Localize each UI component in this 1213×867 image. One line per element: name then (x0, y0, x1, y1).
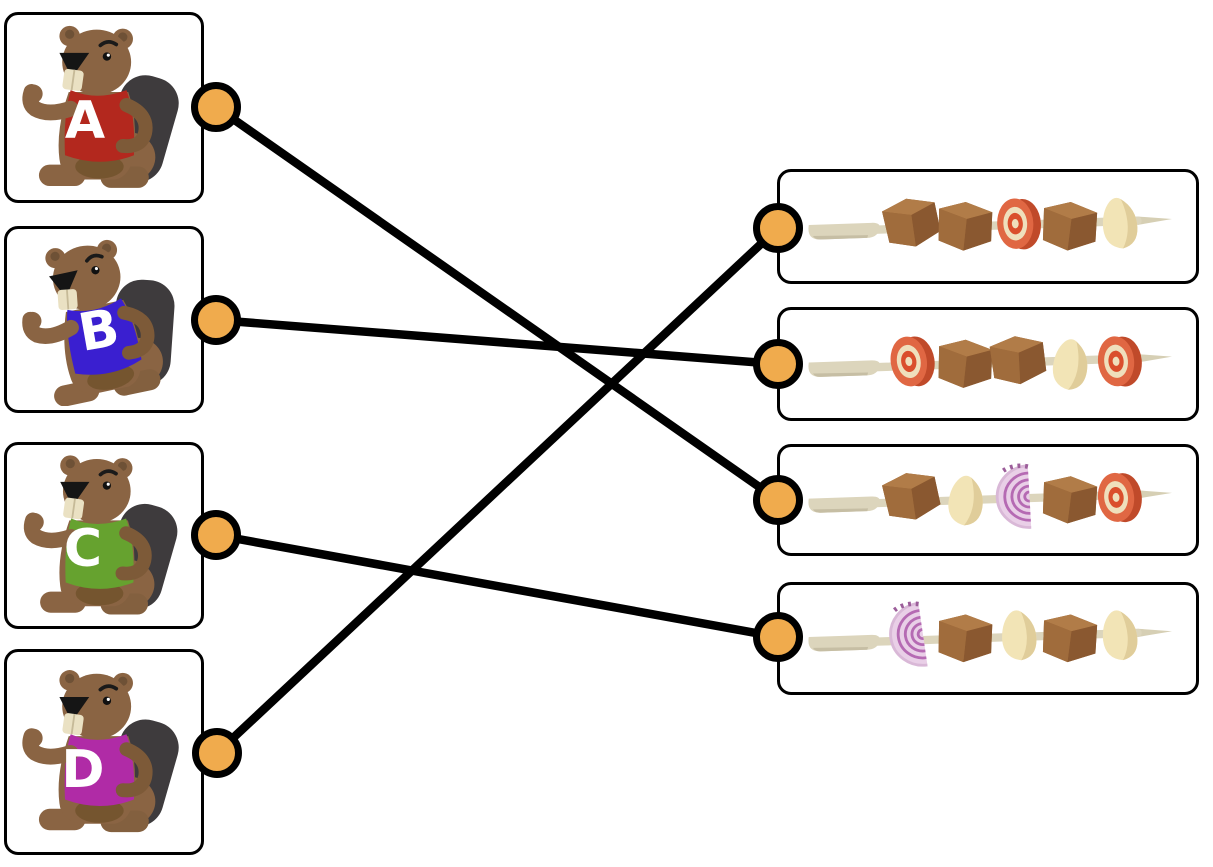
tomato-ingredient-icon (996, 197, 1043, 251)
meat-ingredient-icon (881, 469, 943, 524)
right-card-skewer-3[interactable] (777, 444, 1199, 556)
right-card-skewer-2[interactable] (777, 307, 1199, 421)
connector-node-skewer-3[interactable] (753, 475, 803, 525)
connector-node-a[interactable] (191, 82, 241, 132)
right-card-skewer-4[interactable] (777, 582, 1199, 695)
connection-line-A-skewer-3[interactable] (211, 102, 783, 505)
connection-line-C-skewer-4[interactable] (211, 530, 783, 642)
tomato-ingredient-icon (1096, 334, 1145, 389)
left-card-a[interactable]: A (4, 12, 204, 203)
shirt-letter-c: C (63, 519, 103, 579)
left-card-b[interactable]: B (4, 226, 204, 413)
meat-ingredient-icon (935, 611, 996, 665)
tomato-ingredient-icon (1096, 470, 1145, 525)
connector-node-c[interactable] (191, 510, 241, 560)
meat-ingredient-icon (935, 199, 996, 254)
shirt-letter-a: A (64, 91, 106, 151)
left-card-c[interactable]: C (4, 442, 204, 629)
onion-ingredient-icon (887, 603, 928, 669)
meat-ingredient-icon (1039, 611, 1101, 666)
garlic-ingredient-icon (946, 474, 986, 528)
meat-ingredient-icon (1039, 199, 1101, 254)
connection-line-D-skewer-1[interactable] (212, 223, 783, 758)
meat-ingredient-icon (935, 337, 996, 391)
beaver-mascot-c (11, 449, 197, 623)
meat-ingredient-icon (881, 194, 943, 251)
garlic-ingredient-icon (1050, 337, 1091, 392)
meat-ingredient-icon (1039, 473, 1101, 527)
garlic-ingredient-icon (1000, 609, 1038, 662)
connector-node-skewer-1[interactable] (753, 203, 803, 253)
kebab-skewer-3 (808, 449, 1173, 551)
connection-line-B-skewer-2[interactable] (211, 315, 783, 369)
kebab-skewer-1 (808, 194, 1173, 254)
connector-node-b[interactable] (191, 295, 241, 345)
connector-node-d[interactable] (192, 728, 242, 778)
garlic-ingredient-icon (1100, 196, 1140, 251)
onion-ingredient-icon (996, 465, 1032, 529)
kebab-skewer-4 (808, 587, 1173, 690)
connector-node-skewer-4[interactable] (753, 612, 803, 662)
garlic-ingredient-icon (1100, 608, 1140, 662)
shirt-letter-d: D (61, 740, 105, 800)
right-card-skewer-1[interactable] (777, 169, 1199, 284)
tomato-ingredient-icon (887, 333, 939, 390)
meat-ingredient-icon (989, 334, 1048, 386)
connector-node-skewer-2[interactable] (753, 339, 803, 389)
kebab-skewer-2 (808, 333, 1173, 392)
left-card-d[interactable]: D (4, 649, 204, 855)
